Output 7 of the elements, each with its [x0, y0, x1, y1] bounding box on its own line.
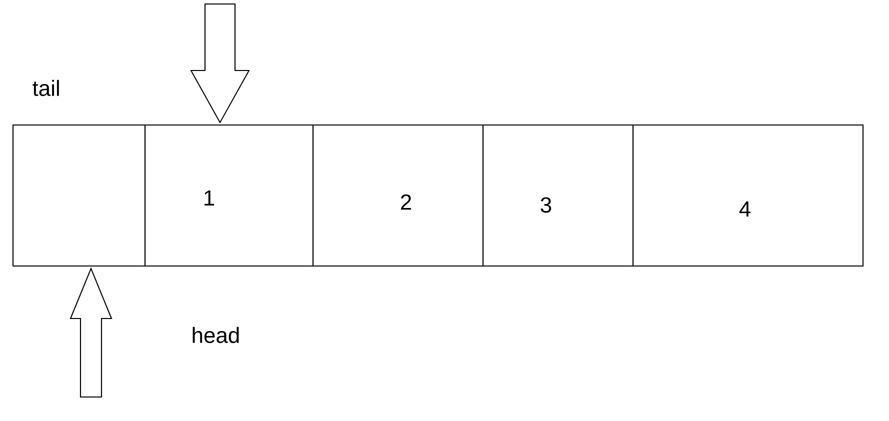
- array-cell: 4: [632, 124, 864, 267]
- array-cell: 2: [312, 124, 484, 267]
- pointer-label: head: [192, 326, 239, 344]
- array-cell: [12, 124, 146, 267]
- array-cell: 3: [482, 124, 634, 267]
- array-cell: 1: [144, 124, 314, 267]
- pointer-label: tail: [32, 80, 59, 96]
